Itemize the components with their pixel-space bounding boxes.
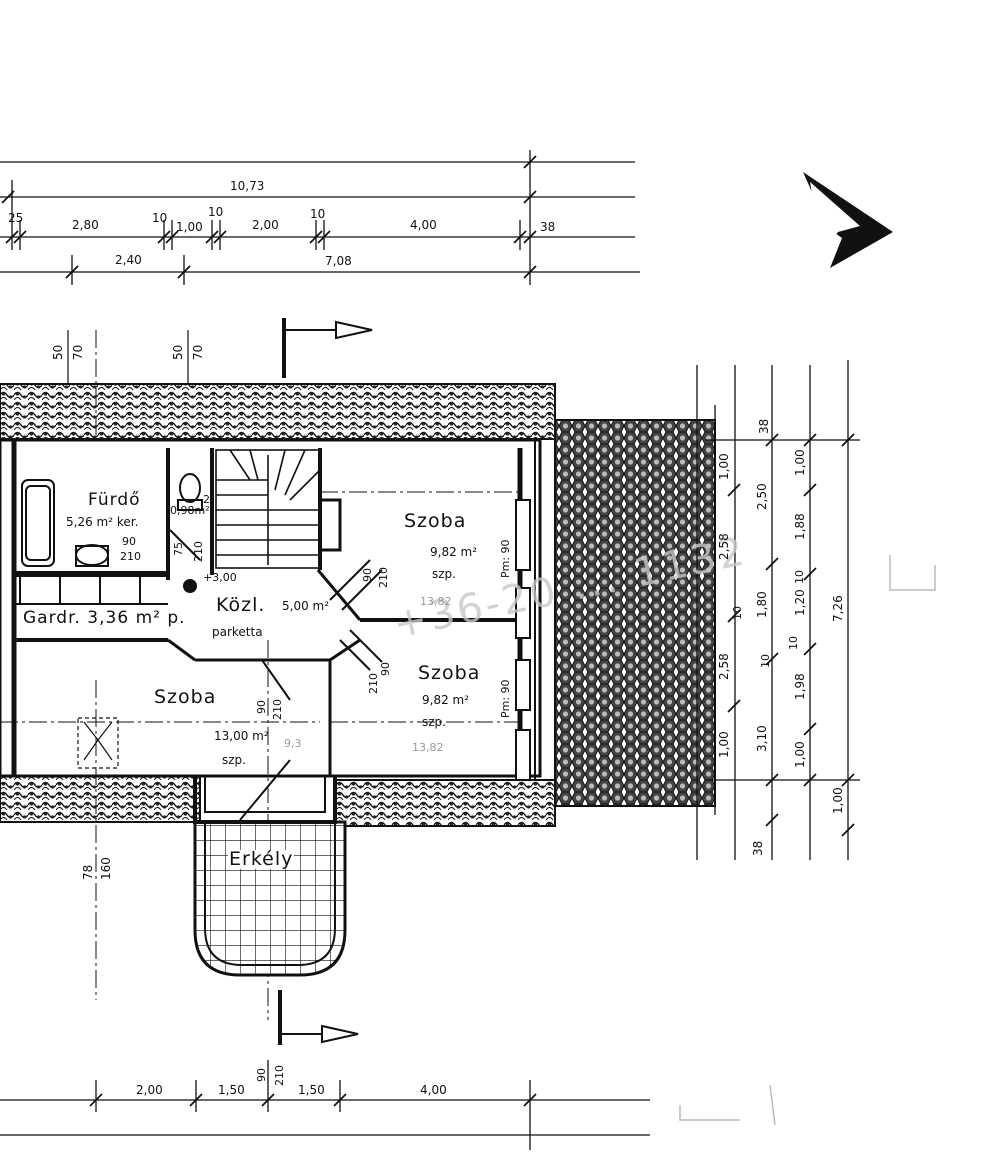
pencil-note-2: 13,82 bbox=[412, 741, 444, 754]
room-szoba-mid-floor: szp. bbox=[422, 715, 446, 729]
door-90-szoba-mid: 90 bbox=[379, 662, 392, 676]
door-90-furdo: 90 bbox=[122, 535, 136, 548]
dim-right-bottom: 1,00 bbox=[831, 787, 845, 814]
dim-bottom-vert-1: 90 bbox=[255, 1068, 268, 1082]
dim-top-total: 10,73 bbox=[230, 179, 265, 193]
dim-top-row2-6: 2,00 bbox=[252, 218, 279, 232]
dim-right-col2-small-1: 10 bbox=[793, 570, 806, 584]
bottom-dimension-lines bbox=[0, 1060, 650, 1150]
dim-right-col1-2: 1,00 bbox=[717, 453, 731, 480]
dim-left-vert-2: 160 bbox=[99, 857, 113, 880]
dim-vert-mid-1: 50 bbox=[171, 344, 185, 360]
door-210-szoba-big: 210 bbox=[271, 699, 284, 720]
room-kozl-area: 5,00 m² bbox=[282, 599, 330, 613]
room-kozl-name: Közl. bbox=[216, 594, 266, 616]
door-210-szoba-mid: 210 bbox=[367, 673, 380, 694]
door-210-wc: 210 bbox=[192, 541, 205, 562]
door-75-wc: 75 bbox=[172, 542, 185, 556]
room-kozl-floor: parketta bbox=[212, 625, 263, 639]
room-szoba-big-floor: szp. bbox=[222, 753, 246, 767]
room-gardrob: Gardr. 3,36 m² p. bbox=[22, 608, 187, 628]
dim-top-row2-8: 4,00 bbox=[410, 218, 437, 232]
room-furdo-name: Fürdő bbox=[88, 490, 141, 510]
section-marker-bottom bbox=[278, 990, 359, 1045]
room-szoba-big-name: Szoba bbox=[154, 686, 217, 708]
dim-top-row2-3: 10 bbox=[152, 211, 168, 225]
dim-top-row2-1: 25 bbox=[8, 211, 24, 225]
bathroom-fixtures bbox=[21, 473, 203, 593]
dim-vert-left-1: 50 bbox=[51, 344, 65, 360]
wardrobe bbox=[19, 574, 141, 604]
door-210-furdo: 210 bbox=[120, 550, 141, 563]
room-szoba-big-area: 13,00 m² bbox=[214, 729, 269, 743]
dim-bottom-1: 2,00 bbox=[136, 1083, 163, 1097]
section-marker-top bbox=[282, 318, 373, 378]
dim-right-col1-4: 2,58 bbox=[717, 533, 731, 560]
door-210-szoba-top: 210 bbox=[377, 567, 390, 588]
room-szoba-mid-name: Szoba bbox=[418, 662, 481, 684]
room-erkely-name: Erkély bbox=[228, 848, 295, 870]
parapet-bot: Pm: 90 bbox=[499, 679, 512, 718]
doors bbox=[169, 529, 383, 821]
north-arrow-icon bbox=[803, 172, 893, 268]
dim-right-col1-6: 2,58 bbox=[717, 653, 731, 680]
dim-right-col1-3: 2,50 bbox=[755, 483, 769, 510]
dim-top-row2-5: 10 bbox=[208, 205, 224, 219]
roof-side-tiles bbox=[554, 419, 716, 807]
roof-eave-top bbox=[0, 383, 556, 440]
room-furdo-area: 5,26 m² ker. bbox=[66, 515, 139, 529]
dim-bottom-4: 4,00 bbox=[420, 1083, 447, 1097]
level-mark: +3,00 bbox=[203, 571, 237, 584]
room-szoba-mid-area: 9,82 m² bbox=[422, 693, 470, 707]
room-szoba-top-area: 9,82 m² bbox=[430, 545, 478, 559]
room-wc-area: 0,98m² bbox=[170, 504, 210, 517]
dim-left-vert-1: 78 bbox=[81, 864, 95, 880]
dim-vert-mid-2: 70 bbox=[191, 344, 205, 360]
dim-top-row2-4: 1,00 bbox=[176, 220, 203, 234]
dim-right-col1-5: 1,80 bbox=[755, 591, 769, 618]
room-szoba-top-floor: szp. bbox=[432, 567, 456, 581]
dim-right-total: 7,26 bbox=[831, 595, 845, 622]
side-windows bbox=[515, 499, 531, 781]
dim-right-col2-2: 1,88 bbox=[793, 513, 807, 540]
pencil-marks bbox=[679, 555, 936, 1126]
dim-right-col2-4: 1,98 bbox=[793, 673, 807, 700]
dim-vert-left-2: 70 bbox=[71, 344, 85, 360]
door-90-szoba-big: 90 bbox=[255, 700, 268, 714]
top-dimension-lines bbox=[0, 150, 640, 285]
roof-eave-bottom-right bbox=[334, 779, 556, 827]
dim-right-col1-small-2: 10 bbox=[759, 654, 772, 668]
right-dimension-lines bbox=[696, 360, 860, 860]
door-2-wc: 2 bbox=[203, 493, 210, 506]
dim-right-col2-6: 1,00 bbox=[793, 741, 807, 768]
dim-right-col1-8: 38 bbox=[751, 840, 765, 856]
room-szoba-top-name: Szoba bbox=[404, 510, 467, 532]
dim-right-col1-1: 38 bbox=[757, 418, 771, 434]
dim-top-row2-9: 38 bbox=[540, 220, 556, 234]
dim-bottom-3: 1,50 bbox=[298, 1083, 325, 1097]
pencil-note-3: 9,3 bbox=[284, 737, 302, 750]
skylight-window bbox=[77, 717, 119, 769]
pencil-note-1: 13,82 bbox=[420, 595, 452, 608]
dim-top-row2-2: 2,80 bbox=[72, 218, 99, 232]
parapet-top: Pm: 90 bbox=[499, 539, 512, 578]
door-90-szoba-top: 90 bbox=[361, 568, 374, 582]
dim-right-col2-3: 1,20 bbox=[793, 589, 807, 616]
stairs bbox=[215, 449, 342, 569]
dim-right-col2-5: 3,10 bbox=[755, 725, 769, 752]
dim-top-row2-7: 10 bbox=[310, 207, 326, 221]
dim-right-col1-7: 1,00 bbox=[717, 731, 731, 758]
dim-top-row3-2: 7,08 bbox=[325, 254, 352, 268]
dim-right-col2-small-2: 10 bbox=[787, 636, 800, 650]
dim-right-col2-1: 1,00 bbox=[793, 449, 807, 476]
dim-bottom-vert-2: 210 bbox=[273, 1065, 286, 1086]
dim-top-row3-1: 2,40 bbox=[115, 253, 142, 267]
dim-right-col1-small-1: 10 bbox=[731, 606, 744, 620]
dim-bottom-2: 1,50 bbox=[218, 1083, 245, 1097]
